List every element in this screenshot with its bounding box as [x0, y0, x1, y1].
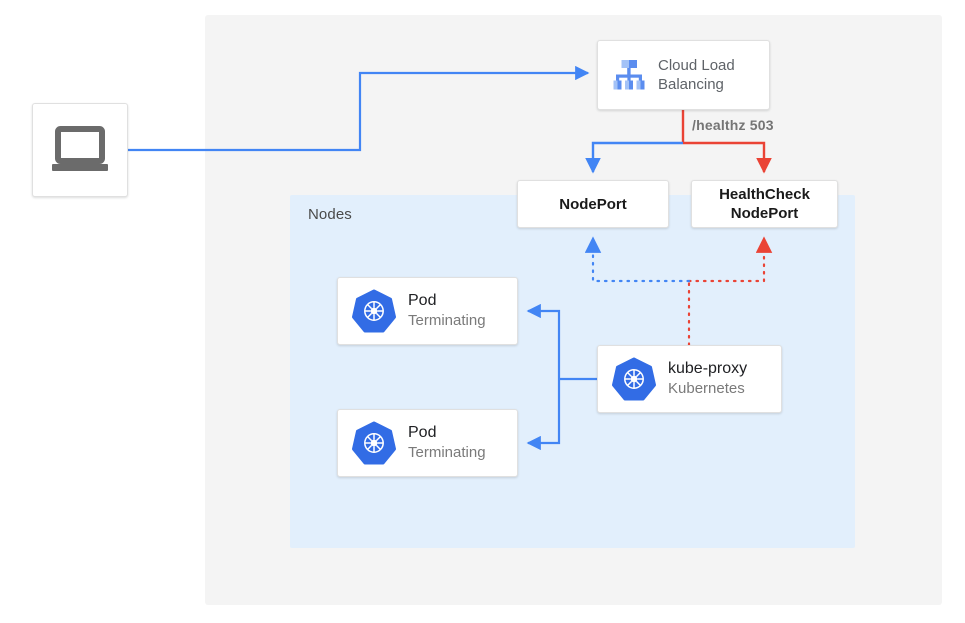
kube-proxy-title: kube-proxy	[668, 360, 748, 377]
kubernetes-icon	[352, 289, 396, 333]
cloud-load-balancing-node[interactable]: Cloud Load Balancing	[597, 40, 770, 110]
kubernetes-icon	[352, 421, 396, 465]
cloud-load-balancing-label-line1: Cloud Load	[658, 57, 735, 74]
pod-1-title: Pod	[408, 292, 437, 309]
healthcheck-nodeport-label-line1: HealthCheck	[719, 186, 810, 203]
pod-2-title: Pod	[408, 424, 437, 441]
pod-node-2[interactable]: Pod Terminating	[337, 409, 518, 477]
cloud-load-balancing-label: Cloud Load Balancing	[658, 56, 735, 94]
healthcheck-nodeport-node[interactable]: HealthCheck NodePort	[691, 180, 838, 228]
healthcheck-nodeport-label-line2: NodePort	[730, 205, 799, 222]
region-nodes-label: Nodes	[308, 206, 352, 223]
nodeport-node[interactable]: NodePort	[517, 180, 669, 228]
cloud-load-balancing-icon	[609, 55, 649, 95]
cloud-load-balancing-label-line2: Balancing	[658, 76, 724, 93]
client-node[interactable]	[32, 103, 128, 197]
laptop-icon	[52, 126, 108, 171]
pod-1-status: Terminating	[408, 312, 486, 329]
kube-proxy-subtitle: Kubernetes	[668, 380, 745, 397]
kubernetes-icon	[612, 357, 656, 401]
healthz-edge-label: /healthz 503	[692, 117, 774, 133]
pod-node-1[interactable]: Pod Terminating	[337, 277, 518, 345]
nodeport-label: NodePort	[559, 195, 627, 213]
pod-2-status: Terminating	[408, 444, 486, 461]
kube-proxy-node[interactable]: kube-proxy Kubernetes	[597, 345, 782, 413]
